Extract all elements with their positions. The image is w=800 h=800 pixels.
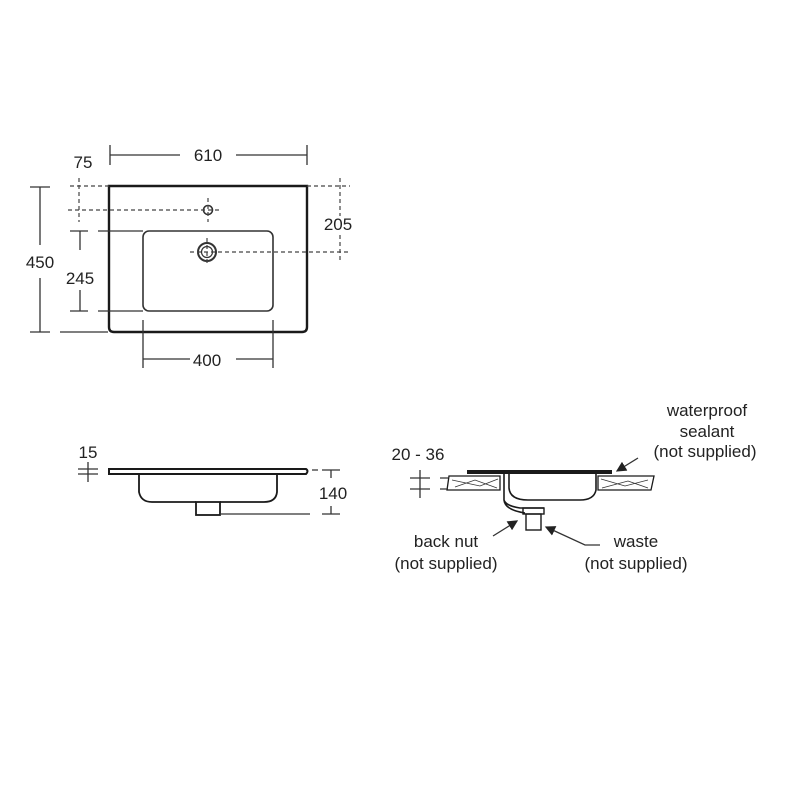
dim-tap-offset: 75: [74, 153, 93, 172]
dim-worktop-thickness: 20 - 36: [392, 445, 445, 464]
bowl-outline: [142, 230, 274, 312]
dim-overall-height: 140: [319, 484, 347, 503]
dim-basin-depth: 245: [66, 269, 94, 288]
worktop-left: [446, 475, 501, 491]
installed-view: 20 - 36 waterproof sealant (not supplied…: [392, 401, 757, 573]
waste-outlet: [525, 513, 542, 531]
plan-view: 610 75 205 450 245 400: [26, 145, 352, 370]
label-back-nut-line1: back nut: [414, 532, 479, 551]
bowl-profile: [138, 474, 278, 503]
dim-overall-width: 610: [194, 146, 222, 165]
dim-slab-thickness: 15: [79, 443, 98, 462]
waste-arrow-icon: [544, 526, 600, 546]
basin-outline: [107, 184, 309, 334]
label-sealant-line1: waterproof: [666, 401, 748, 420]
back-nut-arrow-icon: [492, 520, 519, 537]
dim-waste-offset: 205: [324, 215, 352, 234]
label-sealant-line2: sealant: [680, 422, 735, 441]
side-view: 15 140: [78, 443, 347, 516]
sealant-arrow-icon: [615, 457, 639, 472]
dim-overall-depth: 450: [26, 253, 54, 272]
label-waste-line2: (not supplied): [584, 554, 687, 573]
label-sealant-line3: (not supplied): [653, 442, 756, 461]
dim-basin-width: 400: [193, 351, 221, 370]
outlet: [195, 501, 221, 516]
label-waste-line1: waste: [613, 532, 658, 551]
slab: [467, 470, 612, 474]
back-nut: [522, 507, 545, 515]
label-back-nut-line2: (not supplied): [394, 554, 497, 573]
slab-outline: [108, 468, 309, 475]
worktop-right: [597, 475, 655, 491]
